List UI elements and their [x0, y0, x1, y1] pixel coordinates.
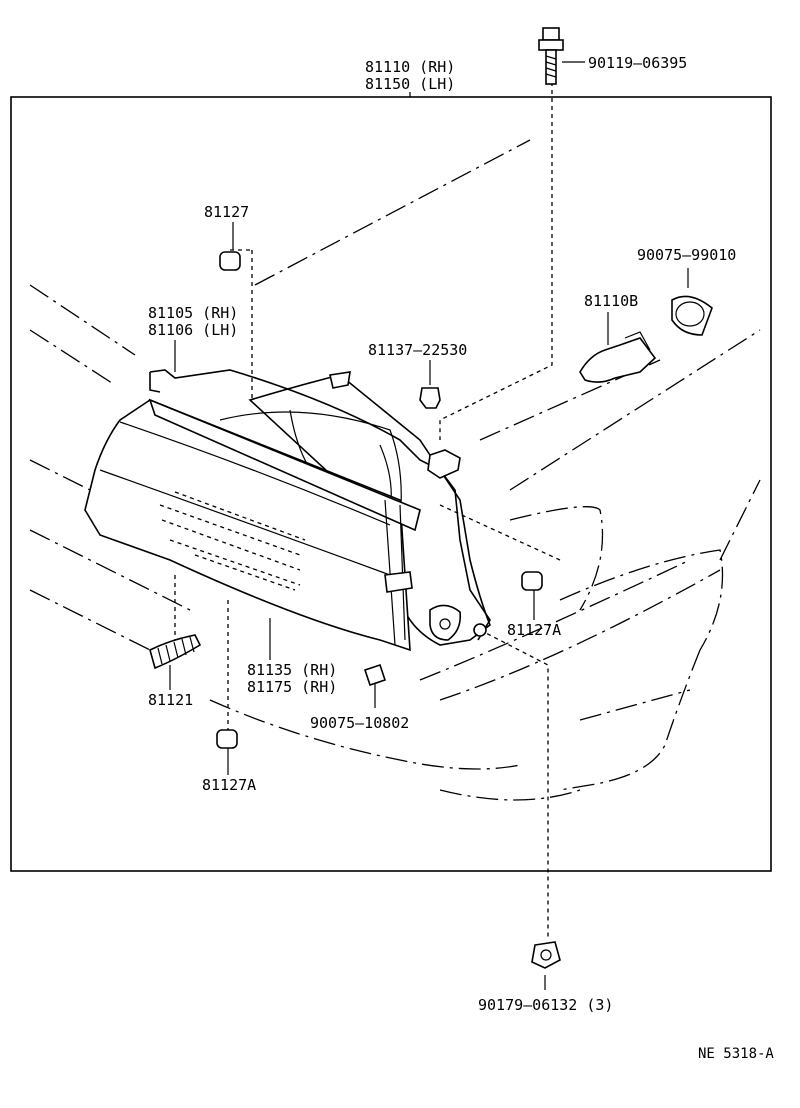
callout-lines: [169, 61, 689, 990]
frame-bracket: [427, 449, 461, 479]
bushing-81127: [219, 251, 241, 271]
spring-81121: [149, 634, 202, 670]
label-81135: 81135 (RH): [247, 661, 337, 679]
frame-wire-end: [149, 372, 161, 393]
bolt-90119: [538, 27, 564, 85]
label-81127: 81127: [204, 203, 249, 221]
label-81105: 81105 (RH): [148, 304, 238, 322]
label-81175: 81175 (RH): [247, 678, 337, 696]
bushing-81127a-left: [216, 729, 238, 749]
headlamp-assembly: [84, 371, 491, 652]
label-90179: 90179–06132 (3): [478, 996, 613, 1014]
label-81110b: 81110B: [584, 292, 638, 310]
label-90075-10802: 90075–10802: [310, 714, 409, 732]
socket-90075-99010: [671, 295, 713, 336]
label-81127a-right: 81127A: [507, 621, 561, 639]
label-81106: 81106 (LH): [148, 321, 238, 339]
part-labels: 81110 (RH) 81150 (LH) 90119–06395 81127 …: [148, 54, 774, 1062]
label-81137: 81137–22530: [368, 341, 467, 359]
label-90075-99010: 90075–99010: [637, 246, 736, 264]
nut-on-housing: [473, 623, 487, 637]
bulb-81110b: [579, 331, 657, 383]
diagram-frame: [10, 96, 772, 872]
clip-81137: [419, 387, 441, 409]
label-81150: 81150 (LH): [365, 75, 455, 93]
body-outline: [29, 139, 761, 801]
lens-pattern: [159, 491, 306, 591]
frame-wire: [149, 369, 491, 641]
label-81121: 81121: [148, 691, 193, 709]
diagram-code: NE 5318-A: [698, 1046, 774, 1062]
label-90119: 90119–06395: [588, 54, 687, 72]
label-81110: 81110 (RH): [365, 58, 455, 76]
label-81127a-left: 81127A: [202, 776, 256, 794]
nut-90075-10802: [363, 663, 387, 687]
bushing-81127a-right: [521, 571, 543, 591]
nut-90179: [531, 941, 561, 969]
